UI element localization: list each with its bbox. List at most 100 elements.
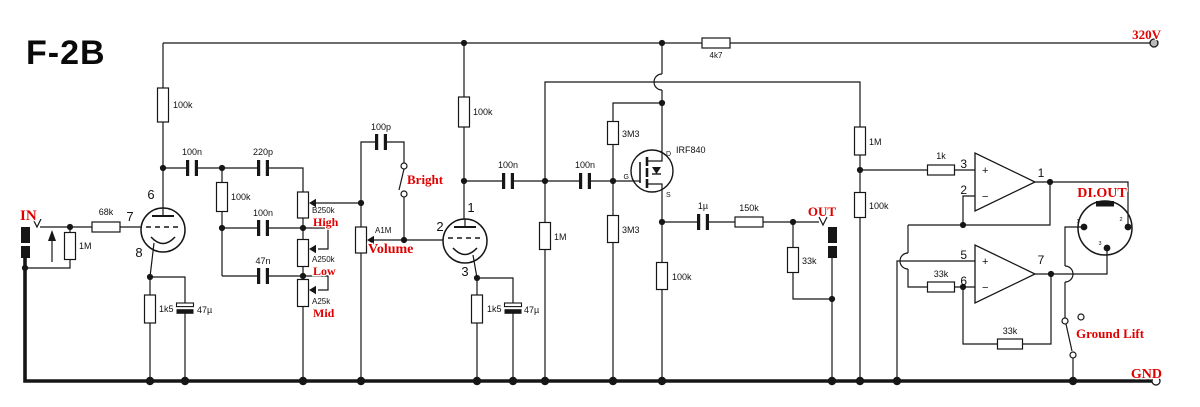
junction-dot [856, 166, 864, 174]
component-value-label: 100k [869, 201, 889, 211]
opamp-minus-sign: − [982, 191, 988, 203]
input-jack[interactable] [21, 227, 30, 243]
component-value-label: 1M [869, 137, 882, 147]
ground-junction-dot [892, 376, 902, 386]
pot-volume[interactable] [354, 226, 368, 254]
component-value-label: 2 [960, 183, 967, 197]
annotation-label: IN [20, 208, 37, 224]
junction-dot [159, 164, 167, 172]
wire [269, 167, 304, 192]
wire [303, 227, 329, 250]
component-value-label: A25k [312, 297, 331, 306]
component-value-label: 100k [231, 192, 251, 202]
component-value-label: 7 [1038, 253, 1045, 267]
resistor-3M3 [606, 214, 620, 244]
component-value-label: 2 [436, 219, 443, 234]
pot-mid[interactable] [296, 278, 310, 308]
bright-switch-contact[interactable] [400, 190, 408, 198]
output-jack-tip-icon [818, 216, 828, 227]
ground-junction-dot [472, 376, 482, 386]
wire [149, 242, 155, 278]
capacitor-100n [194, 160, 198, 176]
junction-dot [658, 218, 666, 226]
electrolytic-cap-47µ [176, 309, 194, 314]
junction-dot [400, 236, 408, 244]
wire [612, 102, 662, 122]
ground-junction-dot [508, 376, 518, 386]
ground-junction-dot [827, 376, 837, 386]
resistor-100k [156, 87, 170, 123]
bright-switch-contact[interactable] [400, 162, 408, 170]
component-value-label: 6 [960, 274, 967, 288]
component-value-label: 100p [371, 122, 391, 132]
annotation-label: Bright [407, 172, 444, 187]
ground-lift-switch-lever[interactable] [1065, 323, 1073, 352]
wiper-arrow-icon [309, 198, 316, 208]
component-value-label: 100k [173, 100, 193, 110]
resistor-1M [853, 126, 867, 156]
capacitor-1µ [697, 214, 701, 230]
capacitor-100n [265, 220, 269, 236]
wire [150, 276, 186, 303]
component-value-label: 150k [739, 203, 759, 213]
wire [1023, 274, 1052, 345]
electrolytic-cap-47µ [504, 309, 522, 314]
junction-dot [218, 224, 226, 232]
component-value-label: 1µ [698, 201, 708, 211]
terminal-gnd[interactable] [1151, 376, 1161, 386]
capacitor-1µ [705, 214, 709, 230]
terminal-320v[interactable] [1149, 38, 1159, 48]
component-value-label: 100n [575, 160, 595, 170]
junction-dot [959, 221, 967, 229]
opamp-plus-sign: + [982, 256, 988, 268]
junction-dot [658, 39, 666, 47]
component-value-label: 33k [934, 269, 949, 279]
ground-lift-switch-contact[interactable] [1069, 351, 1077, 359]
input-jack-tip-icon [32, 218, 42, 229]
opamp-plus-sign: + [982, 165, 988, 177]
bright-switch-lever[interactable] [398, 168, 405, 191]
opamp-minus-sign: − [982, 282, 988, 294]
resistor-33k [926, 281, 956, 293]
resistor-100k [215, 181, 229, 213]
pot-high[interactable] [296, 191, 310, 219]
resistor-4k7 [701, 37, 731, 49]
input-jack[interactable] [21, 246, 30, 258]
mosfet-irf840 [630, 149, 674, 193]
component-value-label: A1M [375, 226, 392, 235]
annotation-label: Low [313, 264, 336, 278]
ground-lift-switch-contact[interactable] [1061, 317, 1069, 325]
junction-dot [1047, 270, 1055, 278]
pot-low[interactable] [296, 238, 310, 268]
wiper-arrow-icon [309, 244, 316, 254]
resistor-1M [538, 221, 552, 251]
component-value-label: 47µ [524, 305, 539, 315]
ground-junction-dot [608, 376, 618, 386]
resistor-1k [926, 164, 956, 176]
resistor-150k [734, 216, 764, 228]
junction-dot [357, 199, 365, 207]
wiper-arrow-icon [367, 235, 374, 245]
xlr-pin-number: 3 [1098, 241, 1101, 247]
resistor-68k [91, 221, 121, 233]
tube-cathode [452, 247, 478, 256]
wire [25, 260, 71, 269]
capacitor-100n [587, 173, 591, 189]
resistor-1k5 [143, 294, 157, 324]
page-title: F-2B [26, 34, 106, 72]
component-value-label: S [666, 192, 671, 199]
component-value-label: 8 [135, 245, 142, 260]
xlr-pin [1080, 223, 1088, 231]
wire [1064, 226, 1084, 266]
junction-dot [541, 177, 549, 185]
component-value-label: D [666, 151, 671, 158]
output-jack[interactable] [828, 246, 837, 258]
capacitor-100n [502, 173, 506, 189]
wire [962, 195, 975, 225]
component-value-label: A250k [312, 255, 336, 264]
resistor-100k [853, 191, 867, 219]
annotation-label: Mid [313, 306, 335, 320]
output-jack[interactable] [828, 227, 837, 243]
capacitor-100p [383, 134, 387, 150]
ground-lift-switch-contact[interactable] [1077, 313, 1085, 321]
